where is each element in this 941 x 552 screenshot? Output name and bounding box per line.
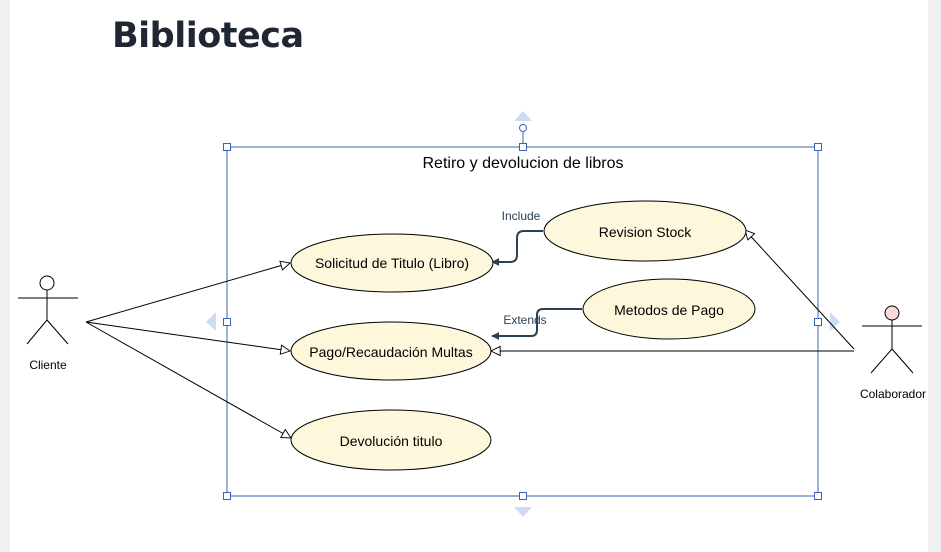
use-case-metodos[interactable]: Metodos de Pago [582, 278, 756, 340]
resize-handle-s[interactable] [519, 492, 527, 500]
actor-cliente[interactable] [18, 275, 78, 345]
use-case-devolucion[interactable]: Devolución titulo [290, 409, 492, 471]
use-case-solicitud-label: Solicitud de Titulo (Libro) [315, 255, 469, 271]
actor-head [39, 275, 55, 291]
use-case-pago-label: Pago/Recaudación Multas [309, 344, 472, 360]
page-title: Biblioteca [112, 16, 304, 56]
actor-colaborador[interactable] [862, 305, 922, 374]
association-colaborador-revision[interactable] [745, 230, 855, 350]
include-label: Include [502, 209, 541, 223]
resize-handle-e[interactable] [814, 318, 822, 326]
resize-handle-ne[interactable] [814, 143, 822, 151]
use-case-solicitud[interactable]: Solicitud de Titulo (Libro) [290, 233, 494, 293]
arrow-down-icon[interactable] [514, 507, 532, 517]
include-connector[interactable] [491, 230, 543, 266]
use-case-revision[interactable]: Revision Stock [543, 200, 747, 262]
actor-head [884, 305, 900, 321]
extends-label: Extends [503, 313, 546, 327]
resize-handle-w[interactable] [223, 318, 231, 326]
arrow-left-icon[interactable] [206, 312, 216, 331]
actor-cliente-label: Cliente [29, 358, 67, 372]
resize-handle-se[interactable] [814, 492, 822, 500]
rotate-handle-icon[interactable] [519, 124, 527, 132]
resize-handle-sw[interactable] [223, 492, 231, 500]
association-cliente-devolucion[interactable] [85, 321, 291, 438]
system-boundary-label: Retiro y devolucion de libros [423, 155, 624, 172]
arrow-up-icon[interactable] [514, 111, 532, 121]
extends-connector[interactable] [491, 308, 582, 340]
use-case-devolucion-label: Devolución titulo [340, 433, 443, 449]
actor-colaborador-label: Colaborador [860, 387, 926, 401]
association-cliente-solicitud[interactable] [85, 263, 290, 323]
use-case-metodos-label: Metodos de Pago [614, 302, 724, 318]
use-case-revision-label: Revision Stock [599, 224, 693, 240]
association-cliente-pago[interactable] [85, 321, 290, 351]
resize-handle-n[interactable] [519, 143, 527, 151]
use-case-pago[interactable]: Pago/Recaudación Multas [290, 321, 492, 381]
resize-handle-nw[interactable] [223, 143, 231, 151]
